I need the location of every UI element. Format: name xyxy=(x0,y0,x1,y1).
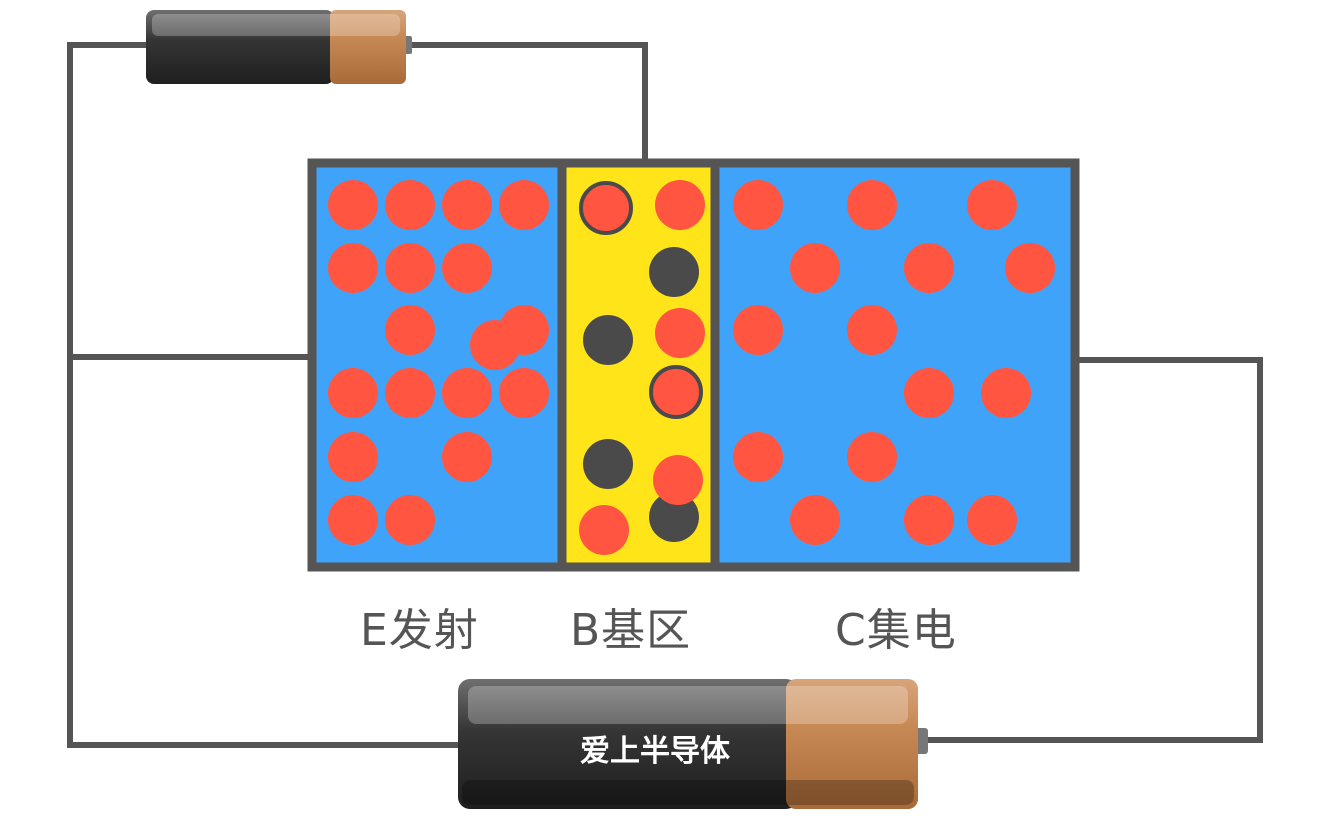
electron xyxy=(790,495,840,545)
electron xyxy=(904,368,954,418)
bottom-battery-cap xyxy=(786,679,918,809)
charge-carriers xyxy=(328,180,1055,555)
bottom-battery-shadow xyxy=(462,780,914,805)
top-battery xyxy=(146,10,412,84)
electron xyxy=(733,432,783,482)
electron xyxy=(328,180,378,230)
electron xyxy=(442,180,492,230)
collector-label: C集电 xyxy=(835,605,957,656)
electron xyxy=(655,308,705,358)
electron xyxy=(499,180,549,230)
electron xyxy=(442,243,492,293)
base-label: B基区 xyxy=(570,605,692,656)
electron xyxy=(328,432,378,482)
top-battery-cap xyxy=(330,10,406,84)
wire-top-battery-left xyxy=(67,42,462,748)
hole xyxy=(649,247,699,297)
electron xyxy=(967,180,1017,230)
electron xyxy=(442,368,492,418)
electron xyxy=(385,368,435,418)
electron xyxy=(499,305,549,355)
electron xyxy=(904,243,954,293)
hole xyxy=(583,315,633,365)
circuit-wires xyxy=(67,42,1263,748)
electron xyxy=(649,365,703,419)
electron xyxy=(385,495,435,545)
emitter-label: E发射 xyxy=(360,605,479,656)
battery-label: 爱上半导体 xyxy=(580,734,730,769)
electron xyxy=(385,305,435,355)
top-battery-body xyxy=(146,10,334,84)
bottom-battery-body xyxy=(458,679,798,809)
electron xyxy=(655,180,705,230)
wire-collector-to-battery xyxy=(920,357,1263,743)
electron xyxy=(904,495,954,545)
electron xyxy=(653,455,703,505)
electron xyxy=(847,432,897,482)
electron xyxy=(790,243,840,293)
electron xyxy=(579,505,629,555)
hole xyxy=(649,492,699,542)
transistor-frame xyxy=(307,158,1080,572)
electron xyxy=(442,432,492,482)
electron xyxy=(847,180,897,230)
electron xyxy=(328,243,378,293)
wire-top-battery-to-base xyxy=(408,42,648,165)
electron xyxy=(579,181,633,235)
bottom-battery xyxy=(458,679,928,809)
collector-region xyxy=(715,163,1075,567)
electron xyxy=(847,305,897,355)
bottom-battery-highlight xyxy=(468,686,908,724)
electron xyxy=(981,368,1031,418)
electron xyxy=(385,243,435,293)
electron xyxy=(499,368,549,418)
electron xyxy=(328,495,378,545)
electron xyxy=(967,495,1017,545)
top-battery-highlight xyxy=(152,14,400,36)
hole xyxy=(583,439,633,489)
electron xyxy=(328,368,378,418)
electron xyxy=(733,180,783,230)
electron xyxy=(385,180,435,230)
electron xyxy=(1005,243,1055,293)
electron xyxy=(733,305,783,355)
